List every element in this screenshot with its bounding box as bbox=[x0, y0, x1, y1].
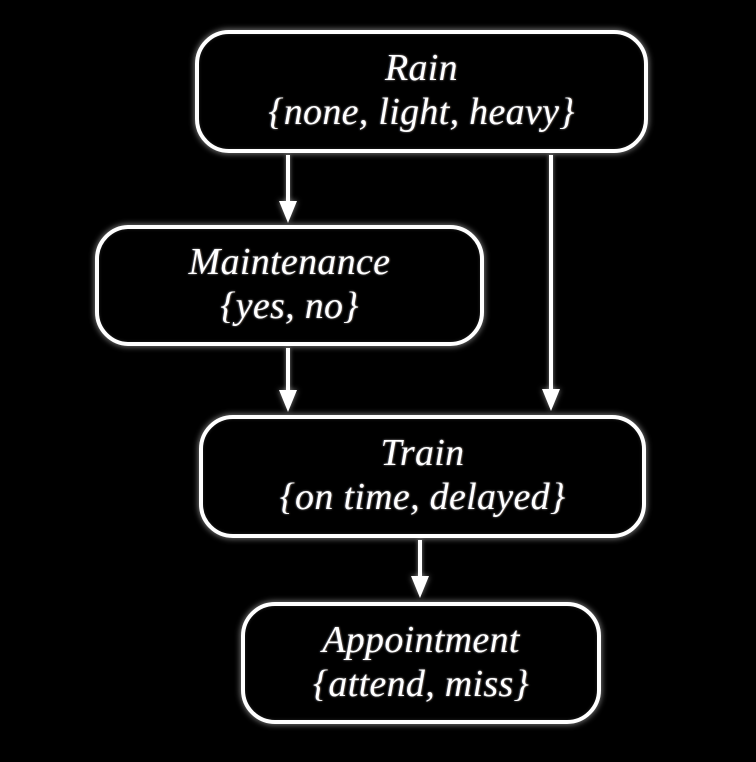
node-maintenance-label: Maintenance bbox=[188, 241, 391, 284]
node-rain[interactable]: Rain {none, light, heavy} bbox=[195, 30, 648, 153]
edge-line bbox=[286, 348, 290, 392]
node-appointment-label: Appointment bbox=[322, 618, 520, 661]
node-rain-label: Rain bbox=[385, 47, 458, 90]
arrowhead-down-icon bbox=[279, 201, 297, 223]
node-maintenance[interactable]: Maintenance {yes, no} bbox=[95, 225, 484, 346]
edge-line bbox=[549, 155, 553, 391]
arrowhead-down-icon bbox=[411, 576, 429, 598]
node-maintenance-values: {yes, no} bbox=[220, 285, 359, 328]
node-train-values: {on time, delayed} bbox=[279, 476, 566, 519]
node-appointment[interactable]: Appointment {attend, miss} bbox=[241, 602, 601, 724]
node-train-label: Train bbox=[380, 432, 465, 475]
arrowhead-down-icon bbox=[279, 390, 297, 412]
node-appointment-values: {attend, miss} bbox=[312, 662, 530, 705]
node-train[interactable]: Train {on time, delayed} bbox=[199, 415, 646, 538]
edge-line bbox=[418, 540, 422, 578]
node-rain-values: {none, light, heavy} bbox=[268, 91, 575, 134]
arrowhead-down-icon bbox=[542, 389, 560, 411]
edge-line bbox=[286, 155, 290, 203]
